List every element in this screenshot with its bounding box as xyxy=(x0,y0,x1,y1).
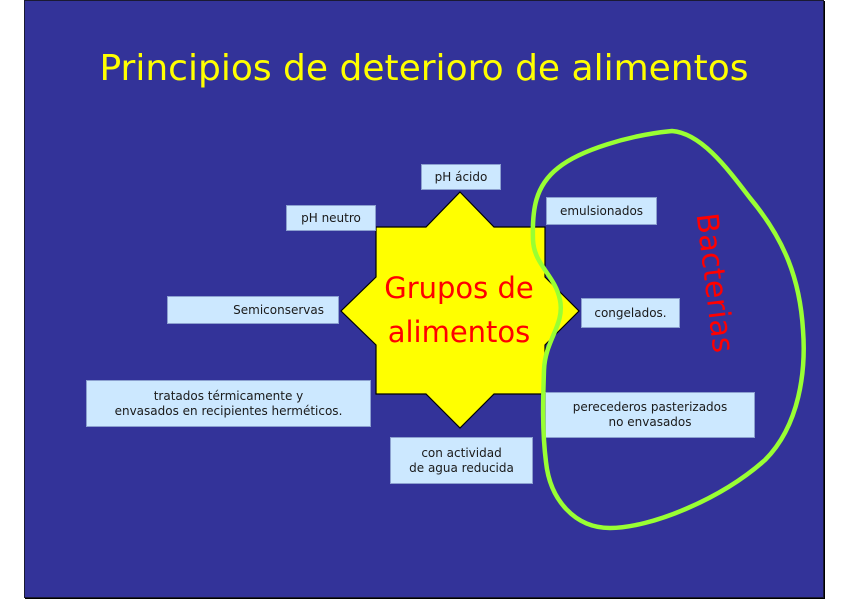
label-semiconservas: Semiconservas xyxy=(167,296,339,324)
label-perecederos: perecederos pasterizados no envasados xyxy=(545,392,755,438)
slide-title: Principios de deterioro de alimentos xyxy=(99,48,749,89)
label-emulsionados: emulsionados xyxy=(546,197,657,225)
label-tratados-termicamente: tratados térmicamente y envasados en rec… xyxy=(86,380,371,427)
label-ph-neutro: pH neutro xyxy=(286,205,376,231)
label-actividad-agua: con actividad de agua reducida xyxy=(390,437,533,484)
label-ph-acido: pH ácido xyxy=(421,164,501,190)
center-label-grupos-de-alimentos: Grupos de alimentos xyxy=(384,271,534,349)
label-congelados: congelados. xyxy=(581,298,680,328)
